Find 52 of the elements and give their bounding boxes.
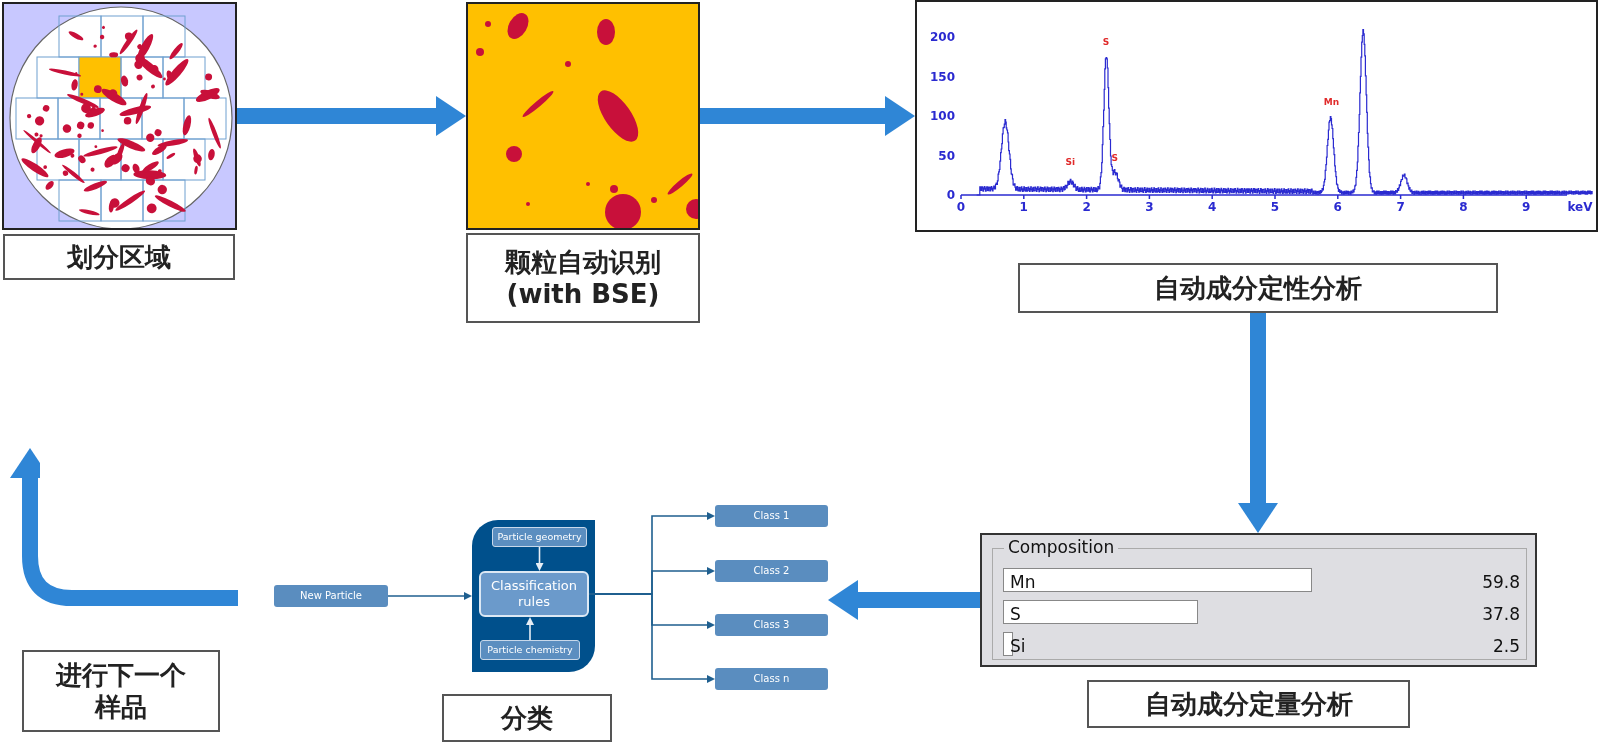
- axis-tick-label: 0: [956, 201, 966, 213]
- class-box: Class n: [715, 668, 828, 690]
- process-box: New Particle: [274, 585, 388, 607]
- axis-tick-label: 8: [1459, 201, 1468, 213]
- particle-image-drawing: [466, 2, 700, 230]
- composition-value: 2.5: [1492, 637, 1520, 655]
- caption-box: 自动成分定量分析: [1087, 680, 1410, 728]
- composition-value: 59.8: [1482, 573, 1520, 591]
- peak-label: Mn: [1323, 97, 1340, 107]
- block-arrow: [700, 96, 915, 136]
- axis-tick-label: 50: [938, 149, 955, 162]
- caption-box: 进行下一个样品: [22, 650, 220, 732]
- caption-box: 自动成分定性分析: [1018, 263, 1498, 313]
- axis-tick-label: 200: [929, 31, 955, 43]
- axis-tick-label: 4: [1208, 201, 1217, 213]
- input-box: Particle chemistry: [480, 640, 580, 660]
- axis-tick-label: 5: [1270, 201, 1280, 213]
- input-box: Particle geometry: [492, 527, 587, 547]
- caption-box: 划分区域: [3, 234, 235, 280]
- arrow: [526, 617, 534, 641]
- axis-tick-label: 2: [1082, 201, 1091, 213]
- element-name: Si: [1010, 637, 1026, 655]
- axis-tick-label: 0: [946, 189, 955, 201]
- axis-tick-label: 150: [929, 70, 955, 83]
- panel-title: Composition: [1004, 537, 1119, 559]
- axis-tick-label: 9: [1522, 201, 1531, 213]
- arrow: [535, 546, 544, 571]
- caption-box: 分类: [442, 694, 612, 742]
- peak-label: S: [1102, 37, 1110, 47]
- region-grid-drawing: [2, 2, 237, 230]
- axis-tick-label: 7: [1396, 201, 1405, 213]
- axis-tick-label: 3: [1145, 201, 1154, 213]
- axis-tick-label: 1: [1019, 201, 1028, 213]
- rule-panel: [472, 520, 595, 672]
- block-arrow: [237, 96, 466, 136]
- caption-box: 颗粒自动识别 (with BSE): [466, 233, 700, 323]
- axis-tick-label: keV: [1567, 201, 1593, 213]
- block-arrow: [1238, 313, 1278, 533]
- axis-tick-label: 100: [929, 110, 955, 122]
- axis-tick-label: 6: [1333, 201, 1342, 213]
- composition-panel: [980, 533, 1537, 667]
- composition-value: 37.8: [1482, 605, 1520, 623]
- class-box: Class 1: [715, 505, 828, 527]
- peak-label: Si: [1065, 157, 1076, 167]
- element-name: Mn: [1010, 573, 1036, 591]
- peak-label: S: [1111, 153, 1119, 163]
- class-box: Class 2: [715, 560, 828, 582]
- block-arrow: [828, 580, 980, 620]
- arrow: [387, 592, 472, 600]
- class-box: Class 3: [715, 614, 828, 636]
- element-name: S: [1010, 605, 1021, 623]
- spectrum-chart: [915, 0, 1598, 232]
